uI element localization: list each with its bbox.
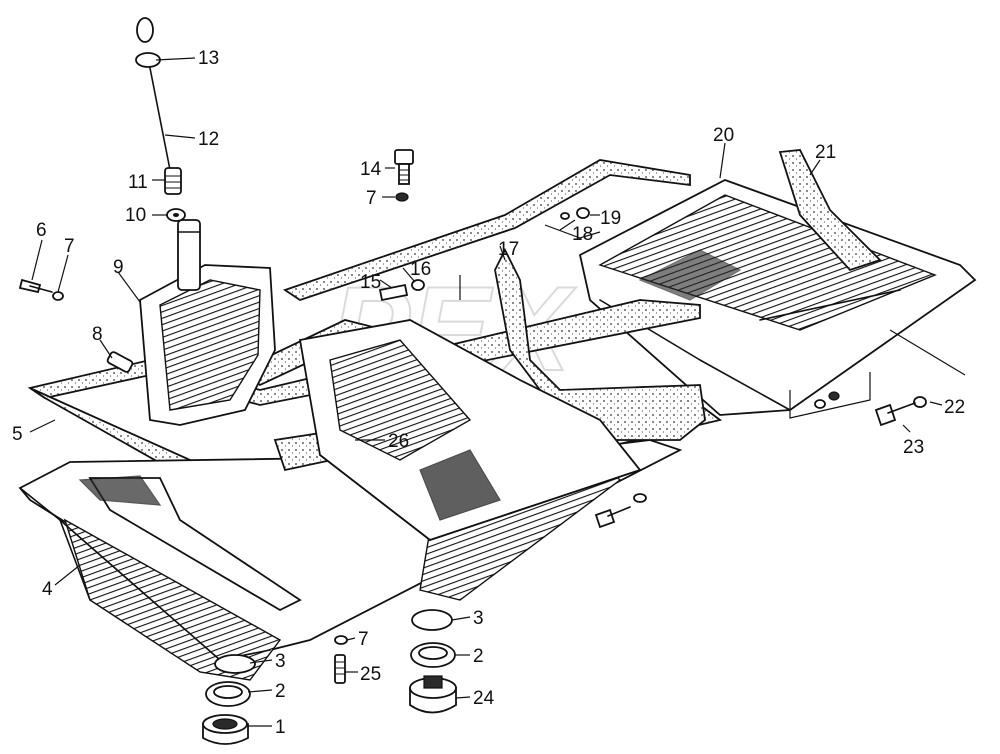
leader-lines <box>29 57 943 727</box>
callout-17: 17 <box>498 239 519 260</box>
callout-20: 20 <box>713 125 734 146</box>
callout-24: 24 <box>473 688 495 709</box>
seal-ring-3-right <box>411 609 453 631</box>
washer-22 <box>913 396 927 408</box>
nuts-right <box>814 391 840 409</box>
gasket-17 <box>494 247 706 441</box>
bolt-lower-middle <box>594 506 631 529</box>
plug-8 <box>106 351 134 373</box>
callout-16: 16 <box>410 259 431 280</box>
bolt-6 <box>18 278 53 294</box>
guide-line-18 <box>544 224 601 239</box>
callout-12: 12 <box>198 129 219 150</box>
washer-lower-middle <box>633 493 647 503</box>
bracket-21 <box>778 149 882 272</box>
callout-11: 11 <box>128 172 148 193</box>
guide-bracket-right <box>789 372 871 419</box>
callout-5: 5 <box>12 424 23 445</box>
seal-ring-2-right <box>410 642 456 668</box>
callout-21: 21 <box>815 142 836 163</box>
callout-3-right: 3 <box>473 608 484 629</box>
callout-19: 19 <box>600 208 621 229</box>
pump-housing-9 <box>139 219 276 426</box>
washer-19 <box>560 207 590 220</box>
callout-1: 1 <box>275 717 286 738</box>
callout-18: 18 <box>572 224 593 245</box>
callout-7-top: 7 <box>366 188 377 209</box>
seal-ring-2-left <box>205 681 251 707</box>
callout-6: 6 <box>36 220 47 241</box>
bolt-23 <box>874 402 916 427</box>
sump-body <box>298 319 642 542</box>
stud-25 <box>334 654 346 684</box>
callout-labels: 13 12 11 10 6 7 9 8 5 4 14 7 15 16 17 18… <box>12 48 965 738</box>
callout-4: 4 <box>42 579 53 600</box>
callout-26: 26 <box>388 431 409 452</box>
callout-7-bottom: 7 <box>358 629 369 650</box>
drain-plug-1 <box>202 714 249 745</box>
seal-ring-3-left <box>214 654 256 674</box>
rear-housing <box>578 179 977 416</box>
washer-7-top <box>395 192 409 202</box>
bolt-14 <box>394 149 414 185</box>
drain-plug-24 <box>409 675 457 714</box>
callout-10: 10 <box>125 205 146 226</box>
washer-7-left <box>52 291 64 301</box>
callout-13: 13 <box>198 48 219 69</box>
callout-23: 23 <box>903 437 924 458</box>
dipstick-12 <box>135 17 173 181</box>
callout-22: 22 <box>944 397 965 418</box>
washer-10 <box>166 208 186 222</box>
callout-2-left: 2 <box>275 681 286 702</box>
upper-gasket-20 <box>282 159 691 301</box>
washer-7-bottom <box>334 635 348 645</box>
callout-15: 15 <box>360 272 381 293</box>
washer-16 <box>411 279 425 291</box>
callout-9: 9 <box>113 257 124 278</box>
callout-7-left: 7 <box>64 236 75 257</box>
dipstick-guide-11 <box>164 167 182 195</box>
callout-3-left: 3 <box>275 651 286 672</box>
callout-2-right: 2 <box>473 646 484 667</box>
guide-line-22 <box>889 329 966 376</box>
callout-8: 8 <box>92 324 103 345</box>
callout-14: 14 <box>360 159 382 180</box>
callout-25: 25 <box>360 664 381 685</box>
bolt-15 <box>378 283 409 302</box>
